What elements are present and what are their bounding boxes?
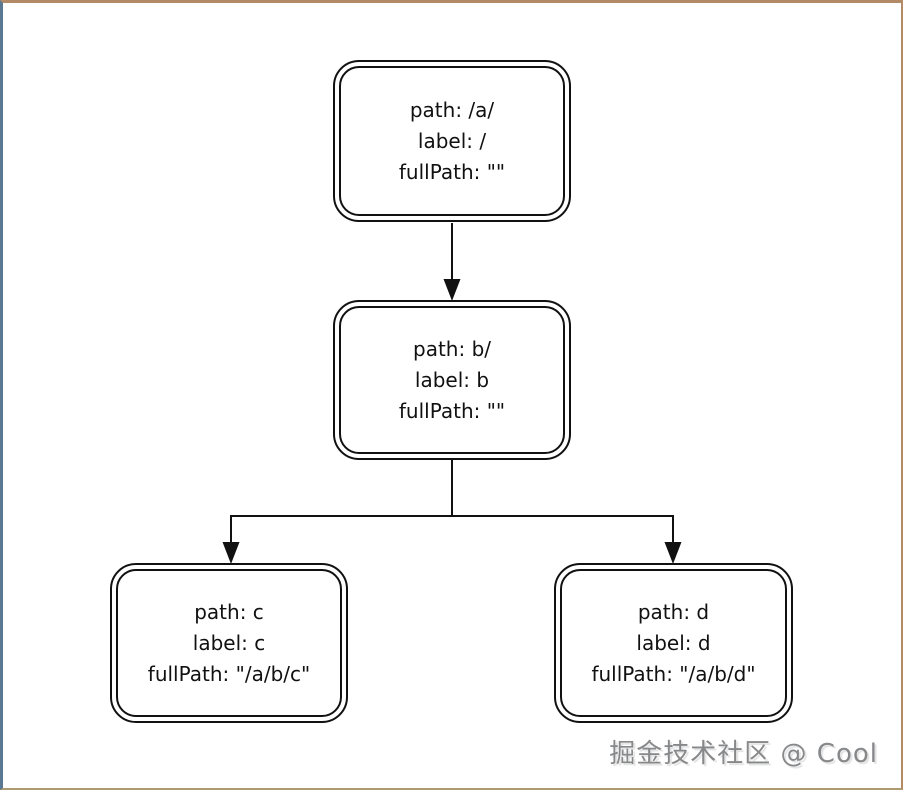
node-root-path: path: /a/ bbox=[409, 97, 495, 122]
node-d-body: path: d label: d fullPath: "/a/b/d" bbox=[560, 569, 787, 717]
node-c-label: label: c bbox=[192, 630, 266, 655]
node-d-label: label: d bbox=[636, 630, 711, 655]
node-b: path: b/ label: b fullPath: "" bbox=[333, 300, 571, 460]
node-root: path: /a/ label: / fullPath: "" bbox=[333, 60, 571, 222]
edge-b-d-arrowhead-icon bbox=[664, 542, 682, 564]
node-d-fullpath: fullPath: "/a/b/d" bbox=[591, 661, 756, 686]
node-b-path: path: b/ bbox=[413, 336, 491, 361]
node-b-body: path: b/ label: b fullPath: "" bbox=[339, 306, 565, 454]
node-root-label: label: / bbox=[417, 128, 487, 153]
node-c-body: path: c label: c fullPath: "/a/b/c" bbox=[116, 569, 342, 717]
node-c-path: path: c bbox=[194, 599, 264, 624]
node-d: path: d label: d fullPath: "/a/b/d" bbox=[554, 563, 793, 723]
node-root-body: path: /a/ label: / fullPath: "" bbox=[339, 66, 565, 216]
node-d-path: path: d bbox=[637, 599, 710, 624]
node-root-fullpath: fullPath: "" bbox=[398, 159, 506, 184]
node-c: path: c label: c fullPath: "/a/b/c" bbox=[110, 563, 348, 723]
edge-root-b-arrowhead-icon bbox=[443, 279, 461, 301]
node-b-fullpath: fullPath: "" bbox=[398, 398, 506, 423]
node-b-label: label: b bbox=[414, 367, 490, 392]
node-c-fullpath: fullPath: "/a/b/c" bbox=[147, 661, 311, 686]
edge-b-c-arrowhead-icon bbox=[222, 542, 240, 564]
watermark-text: 掘金技术社区 @ Cool bbox=[609, 739, 878, 769]
